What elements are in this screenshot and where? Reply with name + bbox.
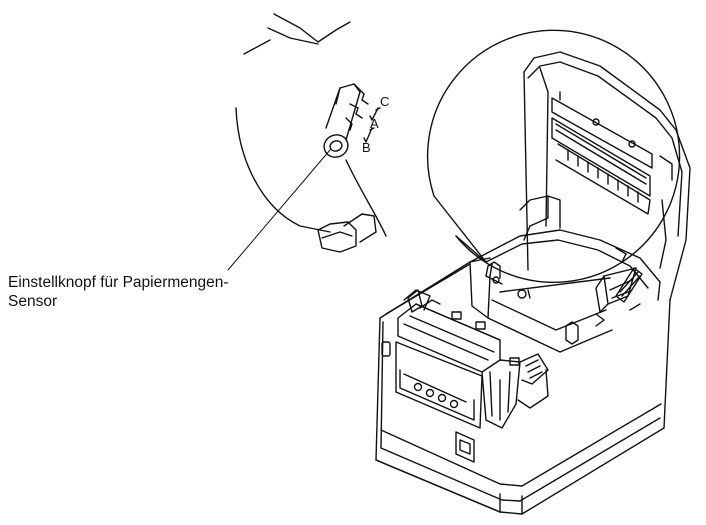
magnifier-callout — [426, 29, 681, 283]
printer-body — [375, 257, 671, 515]
position-b-label: B — [362, 140, 371, 155]
platen-assembly — [397, 289, 549, 429]
position-a-label: A — [370, 116, 379, 131]
sensor-knob-callout: Einstellknopf für Papiermengen- Sensor — [8, 273, 308, 311]
callout-leader-line — [227, 149, 331, 271]
magnifier-detail: C A B — [235, 13, 389, 253]
callout-line-1: Einstellknopf für Papiermengen- — [8, 274, 229, 291]
sensor-knob — [485, 261, 503, 285]
paper-compartment — [469, 195, 661, 353]
position-c-label: C — [380, 94, 389, 109]
printer-cover — [523, 51, 691, 301]
callout-line-2: Sensor — [8, 293, 58, 310]
